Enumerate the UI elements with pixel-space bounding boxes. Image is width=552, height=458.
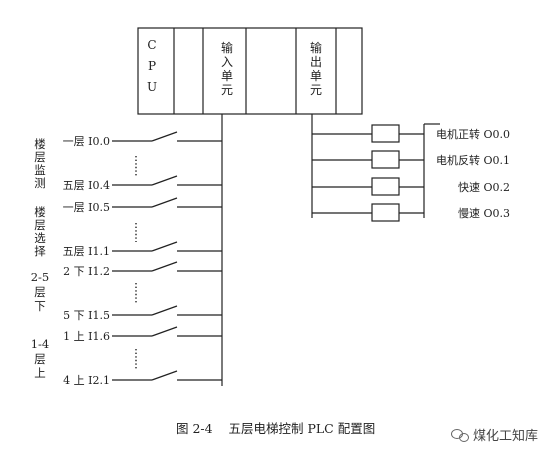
svg-text:下: 下 bbox=[34, 299, 46, 313]
svg-text:楼: 楼 bbox=[34, 137, 46, 151]
svg-text:层: 层 bbox=[34, 285, 46, 299]
switch-contact bbox=[151, 261, 178, 272]
input-switch-row: 一层 I0.0 bbox=[63, 131, 222, 148]
output-coil-row: 快速 O0.2 bbox=[312, 177, 510, 196]
output-coil-row: 电机反转 O0.1 bbox=[312, 150, 510, 169]
input-label: 一层 I0.5 bbox=[63, 201, 110, 214]
figure-caption: 图 2-4 五层电梯控制 PLC 配置图 bbox=[176, 421, 375, 436]
watermark: 煤化工知库 bbox=[450, 425, 538, 444]
cpu-module-label: C P U bbox=[147, 38, 157, 94]
input-switch-row: 五层 I1.1 bbox=[63, 241, 222, 258]
svg-text:入: 入 bbox=[221, 55, 233, 69]
output-coil-row: 慢速 O0.3 bbox=[312, 203, 510, 222]
svg-text:元: 元 bbox=[310, 83, 322, 97]
svg-text:P: P bbox=[148, 59, 156, 73]
input-switch-row: 4 上 I2.1 bbox=[63, 370, 222, 387]
output-bus bbox=[311, 114, 440, 218]
input-switch-row: 五层 I0.4 bbox=[63, 175, 222, 192]
input-label: 1 上 I1.6 bbox=[63, 330, 110, 343]
svg-text:单: 单 bbox=[221, 69, 233, 83]
svg-text:输: 输 bbox=[221, 40, 233, 55]
svg-text:层: 层 bbox=[34, 352, 46, 366]
svg-text:层: 层 bbox=[34, 218, 46, 232]
svg-text:监: 监 bbox=[34, 163, 46, 177]
switch-contact bbox=[151, 326, 178, 337]
svg-text:C: C bbox=[147, 38, 156, 52]
input-label: 2 下 I1.2 bbox=[63, 265, 110, 278]
switch-contact bbox=[151, 197, 178, 208]
output-coil-row: 电机正转 O0.0 bbox=[312, 124, 510, 143]
output-label: 慢速 O0.3 bbox=[458, 207, 510, 220]
switch-contact bbox=[151, 131, 178, 142]
input-switch-row: 2 下 I1.2 bbox=[63, 261, 222, 278]
switch-contact bbox=[151, 370, 178, 381]
svg-text:出: 出 bbox=[310, 55, 322, 69]
output-label: 电机正转 O0.0 bbox=[436, 127, 510, 141]
svg-text:测: 测 bbox=[34, 176, 46, 190]
coil-box bbox=[371, 124, 400, 143]
svg-text:输: 输 bbox=[310, 40, 322, 55]
svg-text:2-5: 2-5 bbox=[31, 270, 50, 284]
output-label: 电机反转 O0.1 bbox=[436, 153, 510, 167]
wechat-icon bbox=[450, 428, 469, 442]
svg-text:上: 上 bbox=[34, 366, 46, 380]
svg-text:1-4: 1-4 bbox=[31, 337, 50, 351]
svg-text:单: 单 bbox=[310, 69, 322, 83]
input-switch-row: 一层 I0.5 bbox=[63, 197, 222, 214]
switch-contact bbox=[151, 241, 178, 252]
coil-box bbox=[371, 177, 400, 196]
group-label-floors-1-4-up: 1-4 层 上 bbox=[31, 337, 50, 380]
switch-contact bbox=[151, 305, 178, 316]
input-label: 一层 I0.0 bbox=[63, 135, 110, 148]
svg-text:元: 元 bbox=[221, 83, 233, 97]
svg-text:层: 层 bbox=[34, 150, 46, 164]
group-label-floors-2-5-down: 2-5 层 下 bbox=[31, 270, 50, 313]
input-switch-row: 5 下 I1.5 bbox=[63, 305, 222, 322]
svg-text:U: U bbox=[147, 80, 157, 94]
input-label: 五层 I0.4 bbox=[63, 179, 110, 192]
plc-rack bbox=[137, 27, 363, 115]
input-switch-row: 1 上 I1.6 bbox=[63, 326, 222, 343]
svg-text:择: 择 bbox=[34, 244, 46, 258]
group-label-floor-select: 楼 层 选 择 bbox=[34, 205, 46, 258]
output-label: 快速 O0.2 bbox=[458, 181, 510, 194]
svg-text:楼: 楼 bbox=[34, 205, 46, 219]
group-label-floor-detect: 楼 层 监 测 bbox=[34, 137, 46, 190]
svg-text:选: 选 bbox=[34, 231, 46, 245]
input-label: 5 下 I1.5 bbox=[63, 309, 110, 322]
input-module-label: 输 入 单 元 bbox=[221, 40, 233, 97]
switch-contact bbox=[151, 175, 178, 186]
input-switch-rows: 一层 I0.0 五层 I0.4 一层 I0.5 五层 I1.1 2 下 I1.2 5 下 … bbox=[63, 131, 222, 387]
coil-box bbox=[371, 150, 400, 169]
output-module-label: 输 出 单 元 bbox=[310, 40, 322, 97]
coil-box bbox=[371, 203, 400, 222]
plc-frame bbox=[137, 27, 363, 115]
input-label: 4 上 I2.1 bbox=[63, 374, 110, 387]
watermark-text: 煤化工知库 bbox=[472, 429, 538, 444]
input-label: 五层 I1.1 bbox=[63, 245, 110, 258]
output-coil-rows: 电机正转 O0.0 电机反转 O0.1 快速 O0.2 慢速 O0.3 bbox=[312, 124, 510, 222]
